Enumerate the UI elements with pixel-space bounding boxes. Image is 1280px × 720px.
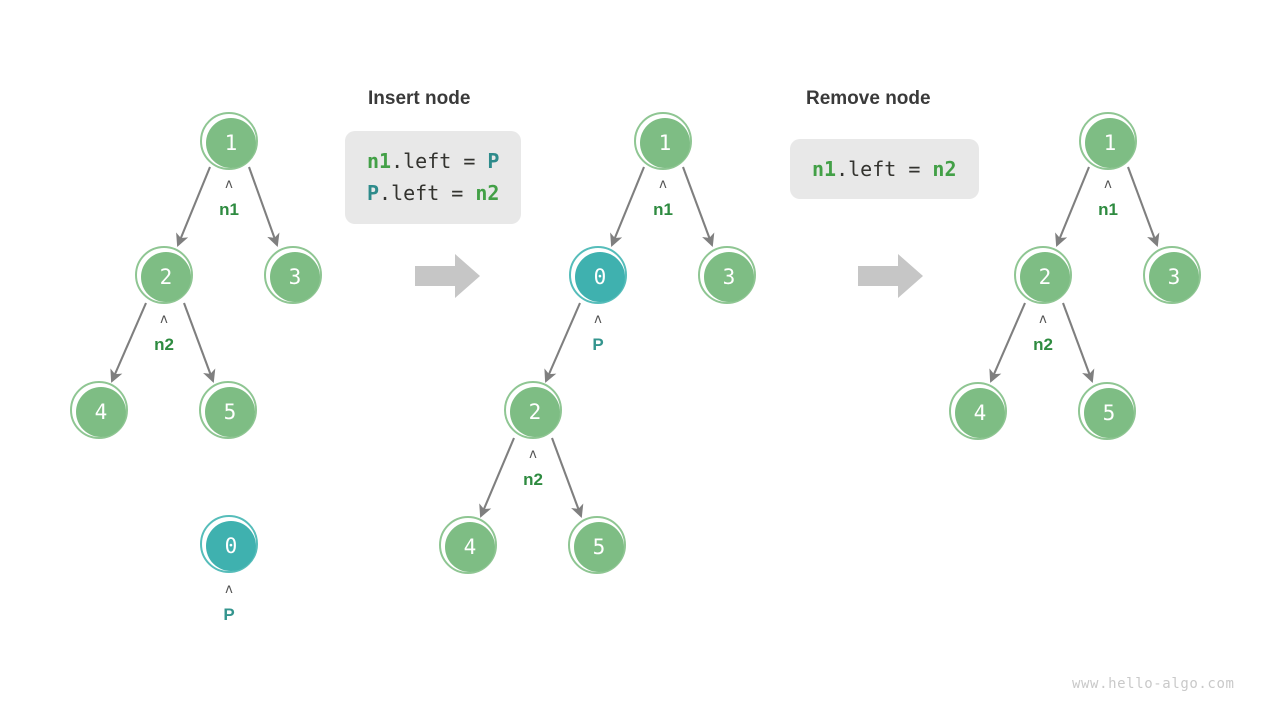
node-value: 2 (1020, 252, 1070, 302)
caret-icon: ʌ (529, 447, 537, 462)
node-value: 2 (510, 387, 560, 437)
caret-icon: ʌ (1039, 312, 1047, 327)
pointer-label: n1 (219, 200, 239, 219)
tree-node[interactable]: 2 (504, 381, 562, 439)
tree-node[interactable]: 4 (70, 381, 128, 439)
pointer-label: n1 (653, 200, 673, 219)
tree-node[interactable]: 1 (634, 112, 692, 170)
tree-node[interactable]: 3 (264, 246, 322, 304)
node-value: 4 (445, 522, 495, 572)
tree-node[interactable]: 0 (569, 246, 627, 304)
tree-node[interactable]: 2 (1014, 246, 1072, 304)
section-title-insert: Insert node (368, 88, 471, 109)
pointer-label: n2 (1033, 335, 1053, 354)
node-value: 0 (575, 252, 625, 302)
code-var: P (367, 181, 380, 206)
node-value: 5 (574, 522, 624, 572)
tree-node[interactable]: 4 (949, 382, 1007, 440)
tree-node[interactable]: 4 (439, 516, 497, 574)
tree-node[interactable]: 5 (568, 516, 626, 574)
pointer-p: ʌ P (568, 313, 628, 353)
section-title-remove: Remove node (806, 88, 931, 109)
pointer-label: n1 (1098, 200, 1118, 219)
tree-node-detached[interactable]: 0 (200, 515, 258, 573)
caret-icon: ʌ (594, 312, 602, 327)
node-value: 2 (141, 252, 191, 302)
code-text: .left = (379, 181, 476, 206)
tree-node[interactable]: 1 (1079, 112, 1137, 170)
code-line: n1.left = n2 (812, 153, 957, 185)
tree-node[interactable]: 2 (135, 246, 193, 304)
code-box-insert: n1.left = P P.left = n2 (345, 131, 522, 224)
pointer-n2: ʌ n2 (503, 448, 563, 488)
node-value: 1 (1085, 118, 1135, 168)
node-value: 5 (205, 387, 255, 437)
tree-node[interactable]: 5 (199, 381, 257, 439)
pointer-label: P (592, 335, 604, 354)
caret-icon: ʌ (659, 177, 667, 192)
code-box-remove: n1.left = n2 (790, 139, 979, 200)
caret-icon: ʌ (225, 177, 233, 192)
node-value: 3 (1149, 252, 1199, 302)
pointer-label: n2 (523, 470, 543, 489)
node-value: 4 (76, 387, 126, 437)
caret-icon: ʌ (1104, 177, 1112, 192)
code-var: n2 (475, 181, 500, 206)
pointer-p: ʌ P (199, 583, 259, 623)
code-text: .left = (391, 149, 488, 173)
pointer-label: P (223, 605, 235, 624)
watermark: www.hello-algo.com (1072, 676, 1235, 692)
code-line: P.left = n2 (367, 177, 499, 209)
tree-node[interactable]: 1 (200, 112, 258, 170)
node-value: 0 (206, 521, 256, 571)
code-var: P (487, 149, 500, 173)
node-value: 4 (955, 388, 1005, 438)
pointer-n1: ʌ n1 (199, 178, 259, 218)
node-value: 1 (640, 118, 690, 168)
tree-node[interactable]: 3 (698, 246, 756, 304)
code-var: n1 (812, 157, 837, 181)
caret-icon: ʌ (160, 312, 168, 327)
node-value: 1 (206, 118, 256, 168)
step-arrow-icon (858, 253, 924, 299)
pointer-n2: ʌ n2 (134, 313, 194, 353)
code-line: n1.left = P (367, 145, 499, 177)
code-text: .left = (836, 157, 933, 181)
pointer-n1: ʌ n1 (633, 178, 693, 218)
node-value: 3 (270, 252, 320, 302)
tree-node[interactable]: 5 (1078, 382, 1136, 440)
code-var: n2 (932, 157, 957, 181)
step-arrow-icon (415, 253, 481, 299)
caret-icon: ʌ (225, 582, 233, 597)
pointer-label: n2 (154, 335, 174, 354)
node-value: 5 (1084, 388, 1134, 438)
code-var: n1 (367, 149, 392, 173)
node-value: 3 (704, 252, 754, 302)
pointer-n2: ʌ n2 (1013, 313, 1073, 353)
pointer-n1: ʌ n1 (1078, 178, 1138, 218)
tree-node[interactable]: 3 (1143, 246, 1201, 304)
